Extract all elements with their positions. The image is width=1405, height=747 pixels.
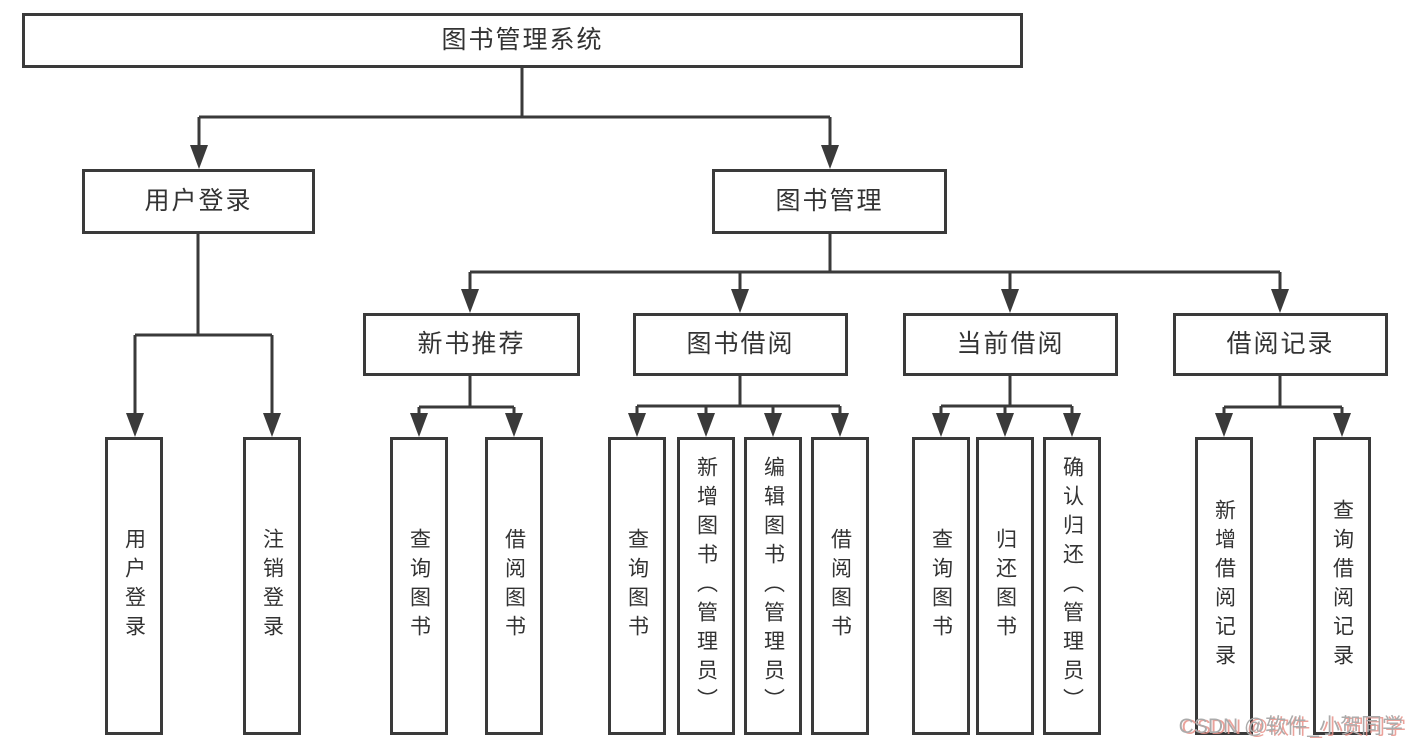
leaf-bb-query-books-label: 查询图书 <box>625 528 649 644</box>
arrowhead <box>263 413 281 437</box>
arrowhead <box>932 413 950 437</box>
leaf-cb-confirm-return-admin-label: 确认归还（管理员） <box>1060 455 1084 717</box>
arrowhead <box>1001 289 1019 313</box>
connector-book-borrowing <box>635 376 842 416</box>
node-root-label: 图书管理系统 <box>441 26 604 54</box>
leaf-nb-query-books-label: 查询图书 <box>407 528 431 644</box>
leaf-nb-borrow-books: 借阅图书 <box>485 437 543 735</box>
leaf-cb-confirm-return-admin: 确认归还（管理员） <box>1043 437 1101 735</box>
node-current-borrowing-label: 当前借阅 <box>956 330 1065 358</box>
leaf-logout: 注销登录 <box>243 437 301 735</box>
leaf-bb-edit-books-admin: 编辑图书（管理员） <box>744 437 802 735</box>
leaf-bb-borrow-books: 借阅图书 <box>811 437 869 735</box>
leaf-logout-label: 注销登录 <box>260 528 284 644</box>
connector-borrowing-records <box>1222 376 1344 416</box>
leaf-bb-borrow-books-label: 借阅图书 <box>828 528 852 644</box>
leaf-nb-borrow-books-label: 借阅图书 <box>502 528 526 644</box>
leaf-cb-query-books: 查询图书 <box>912 437 970 735</box>
csdn-watermark: CSDN @软件_小贺同学 <box>1178 715 1403 738</box>
leaf-br-add-borrow-record: 新增借阅记录 <box>1195 437 1253 735</box>
arrowhead <box>628 413 646 437</box>
arrowhead <box>1063 413 1081 437</box>
arrowhead <box>1215 413 1233 437</box>
leaf-cb-return-books-label: 归还图书 <box>993 528 1017 644</box>
arrowhead <box>461 289 479 313</box>
leaf-bb-add-books-admin-label: 新增图书（管理员） <box>694 455 718 717</box>
leaf-bb-query-books: 查询图书 <box>608 437 666 735</box>
node-new-book-recommend: 新书推荐 <box>363 313 580 376</box>
leaf-user-login: 用户登录 <box>105 437 163 735</box>
arrowhead <box>831 413 849 437</box>
node-root: 图书管理系统 <box>22 13 1023 68</box>
arrowhead <box>996 413 1014 437</box>
connector-new-book-recommend <box>417 376 516 416</box>
node-book-management: 图书管理 <box>712 169 947 234</box>
node-book-management-label: 图书管理 <box>775 187 884 215</box>
leaf-cb-return-books: 归还图书 <box>976 437 1034 735</box>
node-borrowing-records: 借阅记录 <box>1173 313 1388 376</box>
node-user-login: 用户登录 <box>82 169 315 234</box>
arrowhead <box>410 413 428 437</box>
leaf-br-query-borrow-record: 查询借阅记录 <box>1313 437 1371 735</box>
node-user-login-label: 用户登录 <box>144 187 253 215</box>
leaf-nb-query-books: 查询图书 <box>390 437 448 735</box>
connector-current-borrowing <box>939 376 1074 416</box>
arrowhead <box>190 145 208 169</box>
node-borrowing-records-label: 借阅记录 <box>1226 330 1335 358</box>
arrowhead <box>697 413 715 437</box>
leaf-br-add-borrow-record-label: 新增借阅记录 <box>1212 499 1236 673</box>
connector-book-management <box>468 234 1282 292</box>
node-book-borrowing-label: 图书借阅 <box>686 330 795 358</box>
arrowhead <box>505 413 523 437</box>
node-book-borrowing: 图书借阅 <box>633 313 848 376</box>
connector-root <box>197 68 832 148</box>
leaf-bb-add-books-admin: 新增图书（管理员） <box>677 437 735 735</box>
arrowhead <box>764 413 782 437</box>
leaf-bb-edit-books-admin-label: 编辑图书（管理员） <box>761 455 785 717</box>
arrowhead <box>1333 413 1351 437</box>
node-new-book-recommend-label: 新书推荐 <box>417 330 526 358</box>
connector-user-login <box>133 234 274 416</box>
leaf-cb-query-books-label: 查询图书 <box>929 528 953 644</box>
arrowhead <box>1271 289 1289 313</box>
node-current-borrowing: 当前借阅 <box>903 313 1118 376</box>
arrowhead <box>731 289 749 313</box>
leaf-br-query-borrow-record-label: 查询借阅记录 <box>1330 499 1354 673</box>
arrowhead <box>821 145 839 169</box>
arrowhead <box>126 413 144 437</box>
leaf-user-login-label: 用户登录 <box>122 528 146 644</box>
